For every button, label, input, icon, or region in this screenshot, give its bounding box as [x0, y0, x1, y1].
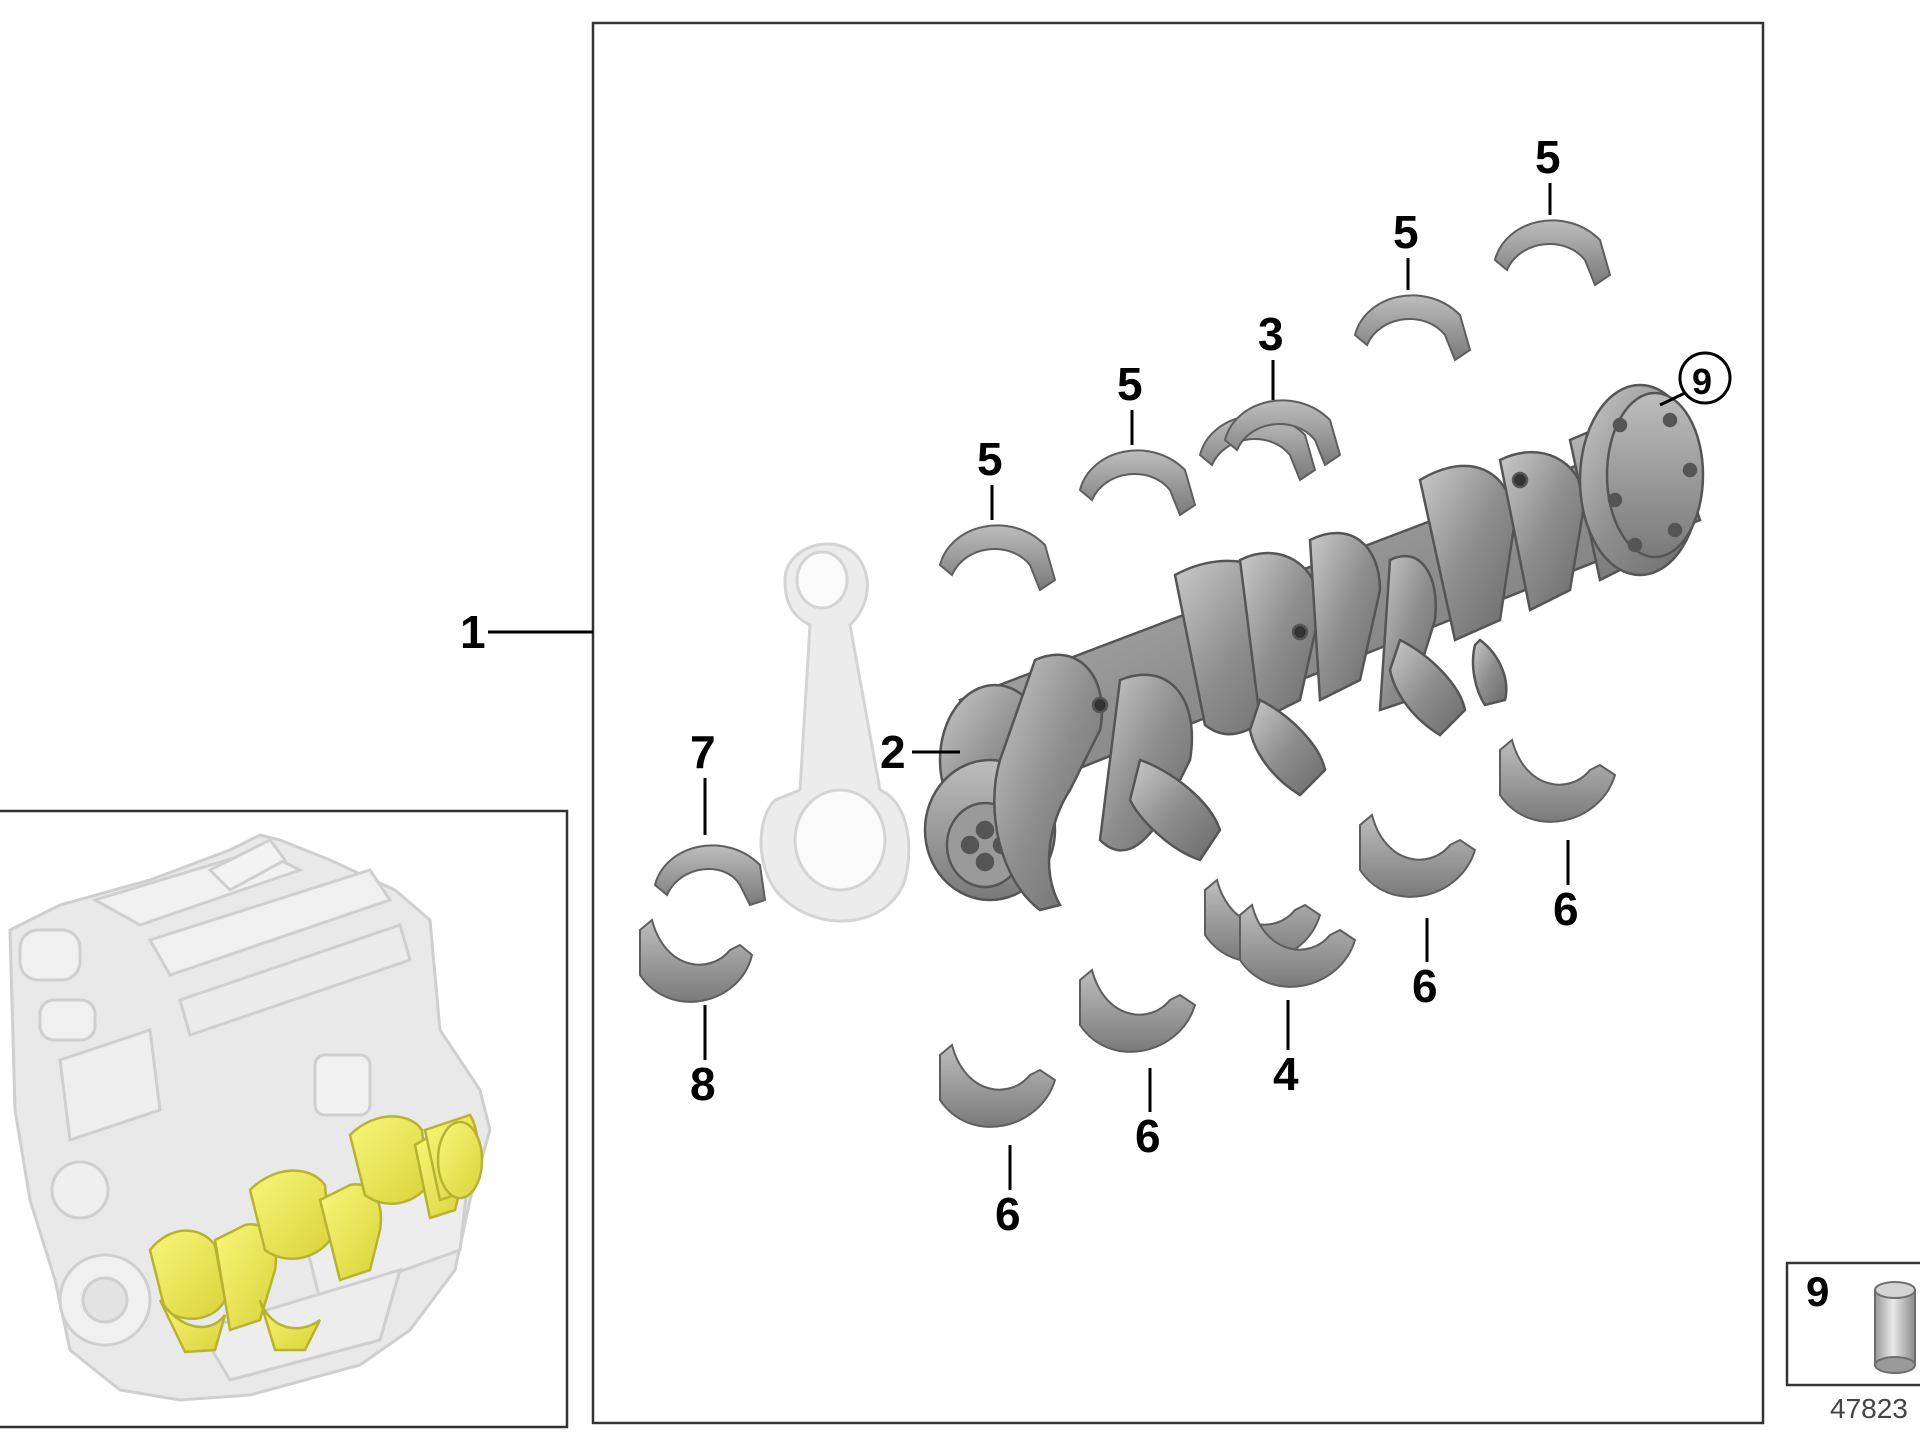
conrod-shell-7	[653, 844, 767, 907]
part-9-inset[interactable]: 9	[1785, 1261, 1920, 1387]
callout-8[interactable]: 8	[690, 1005, 716, 1110]
callout-6b-number: 6	[1135, 1110, 1161, 1162]
connecting-rod	[759, 542, 911, 923]
callout-4[interactable]: 4	[1273, 1000, 1299, 1100]
engine-overview-inset	[0, 809, 569, 1429]
lower-shell-6c	[1359, 813, 1477, 898]
conrod-shell-8	[639, 918, 754, 1003]
callout-6a-number: 6	[995, 1188, 1021, 1240]
callout-9-leader	[1659, 391, 1686, 407]
lower-shell-6a	[939, 1043, 1057, 1128]
part-9-inset-label: 9	[1806, 1268, 1829, 1315]
upper-shell-5b	[1078, 449, 1197, 517]
highlighted-crankshaft	[148, 1113, 484, 1354]
part-9-inset-frame	[1785, 1261, 1920, 1387]
callout-1[interactable]: 1	[460, 606, 593, 658]
callout-1-number: 1	[460, 606, 486, 658]
drawing-number: 47823	[1830, 1393, 1908, 1424]
callout-2-number: 2	[880, 726, 906, 778]
callout-9[interactable]: 9	[1659, 351, 1732, 407]
upper-shell-5a	[938, 524, 1057, 592]
inset-frame	[0, 809, 569, 1429]
callout-6c[interactable]: 6	[1412, 918, 1438, 1012]
callout-3-number: 3	[1258, 308, 1284, 360]
bearing-shells-upper	[938, 219, 1612, 592]
upper-shell-3-inner	[1223, 399, 1342, 467]
callout-5a[interactable]: 5	[977, 433, 1003, 520]
lower-shell-4	[1204, 878, 1322, 963]
callout-4-number: 4	[1273, 1048, 1299, 1100]
callout-5d[interactable]: 5	[1535, 131, 1561, 215]
callout-7-number: 7	[690, 726, 716, 778]
main-frame	[591, 21, 1765, 1425]
callout-5c[interactable]: 5	[1393, 206, 1419, 290]
bearing-shells-lower	[639, 738, 1617, 1128]
lower-shell-6b	[1079, 968, 1197, 1053]
upper-shell-5c	[1353, 294, 1472, 362]
callout-6a[interactable]: 6	[995, 1145, 1021, 1240]
callout-2[interactable]: 2	[880, 726, 960, 778]
callout-5c-number: 5	[1393, 206, 1419, 258]
upper-shell-5d	[1493, 219, 1612, 287]
callout-6b[interactable]: 6	[1135, 1068, 1161, 1162]
crankshaft	[923, 383, 1705, 912]
callout-6d[interactable]: 6	[1553, 840, 1579, 935]
callout-8-number: 8	[690, 1058, 716, 1110]
callout-5b[interactable]: 5	[1117, 358, 1143, 445]
lower-shell-4-inner	[1239, 903, 1357, 988]
callout-9-number: 9	[1692, 361, 1712, 402]
dowel-pin-icon	[1874, 1281, 1916, 1374]
callout-7[interactable]: 7	[690, 726, 716, 835]
lower-shell-6d	[1499, 738, 1617, 823]
callout-5a-number: 5	[977, 433, 1003, 485]
callout-6c-number: 6	[1412, 960, 1438, 1012]
callout-5d-number: 5	[1535, 131, 1561, 183]
callout-6d-number: 6	[1553, 883, 1579, 935]
callout-3[interactable]: 3	[1258, 308, 1284, 400]
callout-9-circle	[1678, 351, 1732, 405]
callout-5b-number: 5	[1117, 358, 1143, 410]
